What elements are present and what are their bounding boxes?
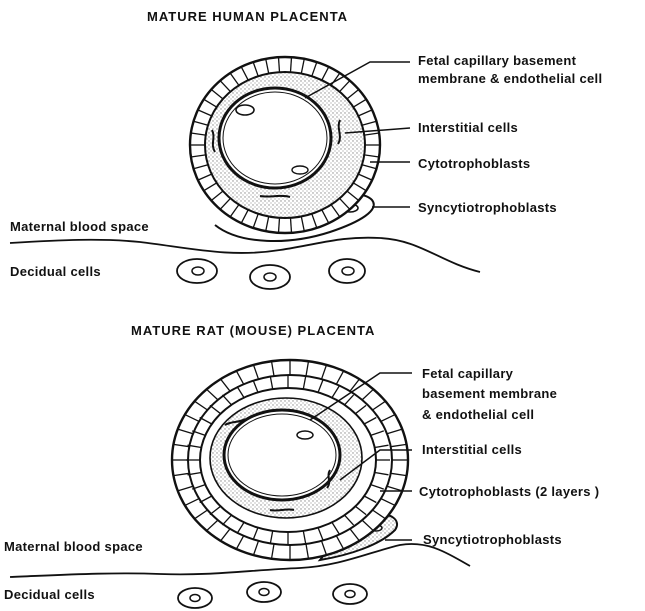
rat-label-interstitial: Interstitial cells — [422, 441, 522, 458]
human-label-fetal-capillary-2: membrane & endothelial cell — [418, 70, 602, 87]
rat-placenta-figure — [172, 360, 408, 560]
human-panel-title: MATURE HUMAN PLACENTA — [147, 8, 348, 25]
human-capillary-lumen — [219, 88, 331, 188]
rat-capillary-lumen — [224, 410, 340, 500]
human-label-cytotrophoblasts: Cytotrophoblasts — [418, 155, 530, 172]
rat-label-syncytiotrophoblasts: Syncytiotrophoblasts — [423, 531, 562, 548]
human-label-decidual-cells: Decidual cells — [10, 263, 101, 280]
human-label-interstitial: Interstitial cells — [418, 119, 518, 136]
human-label-fetal-capillary-1: Fetal capillary basement — [418, 52, 576, 69]
rat-label-fetal-capillary-3: & endothelial cell — [422, 406, 534, 423]
rat-label-cytotrophoblasts: Cytotrophoblasts (2 layers ) — [419, 483, 599, 500]
human-label-syncytiotrophoblasts: Syncytiotrophoblasts — [418, 199, 557, 216]
human-decidual-cells — [177, 259, 365, 289]
rat-label-fetal-capillary-1: Fetal capillary — [422, 365, 513, 382]
human-placenta-figure — [190, 57, 380, 241]
human-label-maternal-blood-space: Maternal blood space — [10, 218, 149, 235]
rat-label-fetal-capillary-2: basement membrane — [422, 385, 557, 402]
rat-label-decidual-cells: Decidual cells — [4, 586, 95, 603]
rat-label-maternal-blood-space: Maternal blood space — [4, 538, 143, 555]
rat-panel-title: MATURE RAT (MOUSE) PLACENTA — [131, 322, 375, 339]
rat-decidual-cells — [178, 582, 367, 608]
